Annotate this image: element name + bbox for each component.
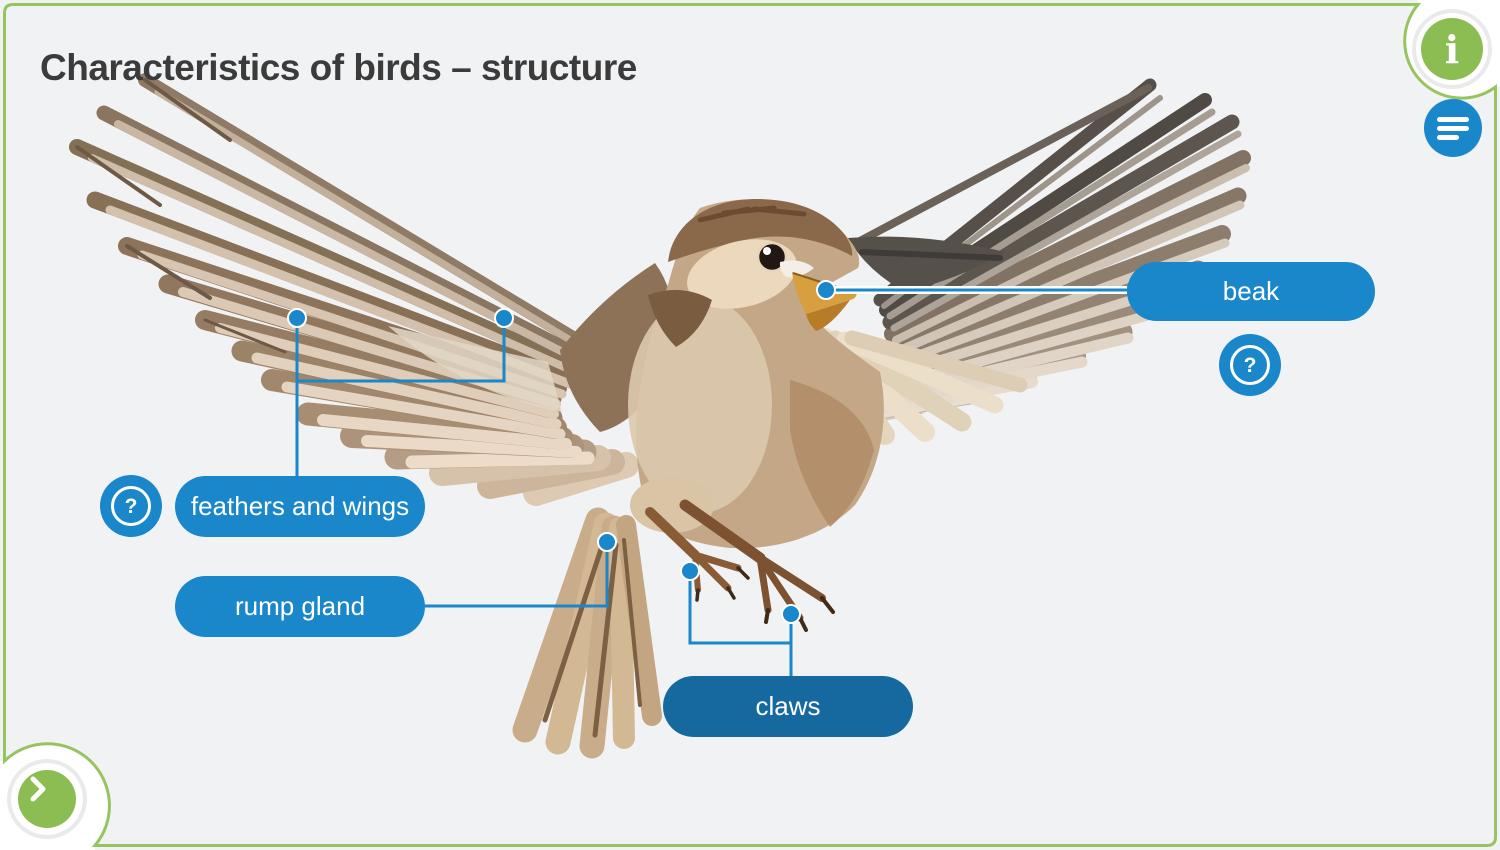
question-mark-icon: ? — [1230, 345, 1270, 385]
label-rump-gland-text: rump gland — [234, 591, 366, 621]
thigh-fluff — [630, 477, 714, 533]
label-feathers-and-wings[interactable]: feathers and wings — [175, 476, 425, 537]
label-feathers-and-wings-text: feathers and wings — [190, 491, 410, 521]
question-mark-icon: ? — [111, 486, 151, 526]
hamburger-menu-icon — [1437, 116, 1469, 140]
hotspot-dot-claw-2[interactable] — [781, 604, 801, 624]
label-beak-text: beak — [1222, 276, 1280, 306]
chevron-right-icon — [30, 776, 46, 802]
label-rump-gland[interactable]: rump gland — [175, 576, 425, 637]
menu-button[interactable] — [1424, 99, 1482, 157]
hotspot-dot-rump-gland[interactable] — [597, 532, 617, 552]
hotspot-dot-wing-2[interactable] — [494, 308, 514, 328]
label-claws-text: claws — [755, 691, 821, 721]
label-claws[interactable]: claws — [663, 676, 913, 737]
next-button[interactable] — [18, 770, 76, 828]
left-wing — [69, 73, 639, 506]
hotspot-dot-beak[interactable] — [816, 280, 836, 300]
tail — [512, 507, 662, 759]
hotspot-dot-wing-1[interactable] — [287, 308, 307, 328]
info-icon: i — [1444, 26, 1460, 72]
help-button-feathers[interactable]: ? — [100, 475, 162, 537]
hotspot-dot-claw-1[interactable] — [680, 561, 700, 581]
label-beak[interactable]: beak — [1127, 262, 1375, 321]
page-title: Characteristics of birds – structure — [40, 46, 637, 88]
info-button[interactable]: i — [1421, 18, 1483, 80]
help-button-beak[interactable]: ? — [1219, 334, 1281, 396]
